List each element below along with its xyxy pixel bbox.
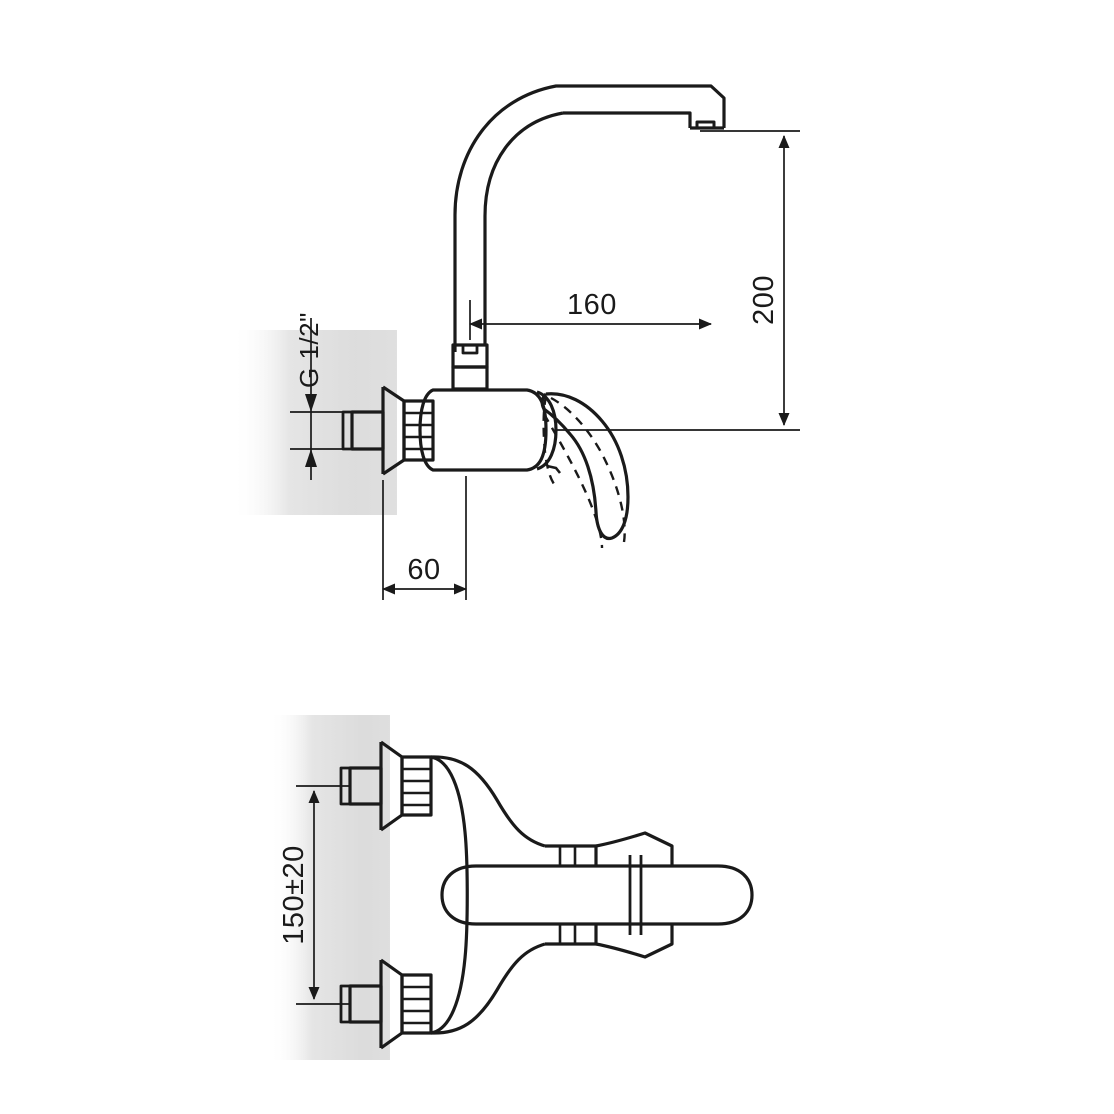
lever-handle [540,392,630,541]
dimension-centres-150 [296,785,350,1005]
lever-handle-alternate-position [542,395,626,549]
wall-shading-bottom [270,715,390,1060]
dimension-projection-60 [382,476,467,600]
side-elevation-dimensions [290,130,800,600]
connecting-nut [402,399,435,462]
dimension-reach-160 [469,300,712,340]
dimension-height-200 [556,130,800,431]
riser-base-collar [451,343,489,391]
dimension-label-projection: 60 [407,554,440,586]
top-swivel-joint [545,831,674,959]
wall-shading-top [232,330,397,515]
aerator-notch [695,120,716,128]
dimension-label-centres: 150±20 [278,845,310,945]
spout-outline [453,84,726,352]
dimension-label-height: 200 [748,275,780,325]
side-elevation-view [341,84,726,549]
top-nut-upper [400,755,433,817]
top-spout-tube [440,864,754,926]
dimension-label-reach: 160 [567,289,617,321]
top-plan-dimensions [296,785,350,1005]
top-nut-lower [400,973,433,1035]
top-body-outline [430,755,546,1035]
mixer-body [418,388,548,472]
dimension-label-thread: G 1/2" [294,312,324,388]
top-spout-break-lines [628,855,643,935]
top-plan-view [339,740,754,1050]
dimension-thread-g-half [290,318,352,480]
